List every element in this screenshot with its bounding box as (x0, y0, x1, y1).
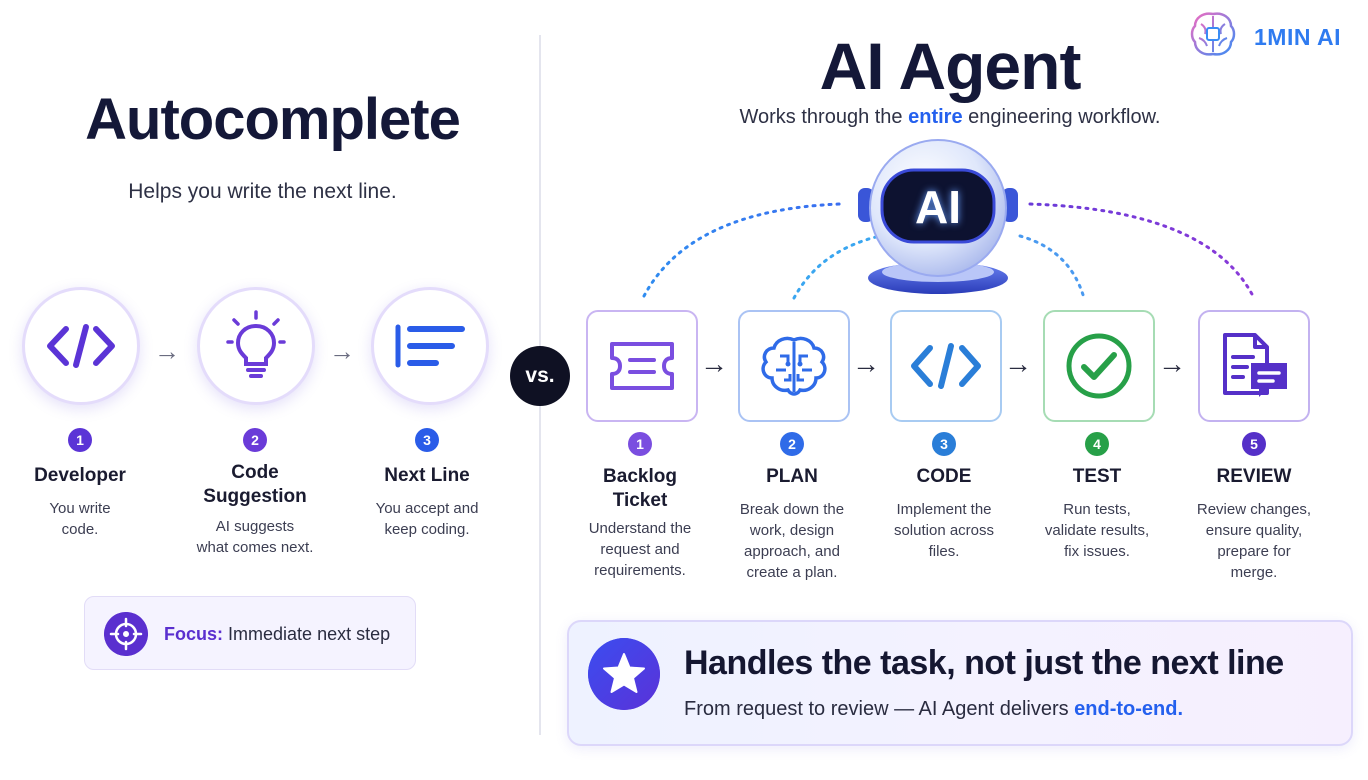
ai-robot-icon (858, 139, 1018, 294)
document-chat-icon (1223, 333, 1287, 397)
next-line-step-circle (371, 287, 489, 405)
developer-step-circle (22, 287, 140, 405)
step-title: PLAN (766, 466, 818, 487)
focus-text: Focus: Immediate next step (164, 624, 390, 645)
brand-name: 1MIN AI (1254, 24, 1341, 50)
summary-banner (567, 620, 1353, 746)
star-icon (588, 638, 660, 710)
brain-icon (761, 336, 827, 396)
step-number-badge: 3 (415, 428, 439, 452)
connection-arcs (642, 202, 1256, 300)
backlog-ticket-card (586, 310, 698, 422)
step-number-badge: 1 (628, 432, 652, 456)
review-card (1198, 310, 1310, 422)
step-desc: Review changes,ensure quality,prepare fo… (1196, 501, 1312, 581)
autocomplete-subtitle: Helps you write the next line. (128, 180, 397, 203)
vs-badge: vs. (510, 346, 570, 406)
check-circle-icon (1066, 333, 1132, 399)
arrow-right-icon: → (1158, 348, 1186, 379)
step-title: CODE (916, 466, 972, 487)
lightbulb-icon (226, 310, 286, 378)
code-card (890, 310, 1002, 422)
step-title: REVIEW (1216, 466, 1292, 487)
autocomplete-title: Autocomplete (85, 87, 461, 152)
arrow-right-icon: → (700, 348, 728, 379)
step-desc: Run tests,validate results,fix issues. (1044, 501, 1150, 560)
code-brackets-icon (911, 343, 981, 389)
step-number-badge: 1 (68, 428, 92, 452)
arrow-right-icon: → (1004, 348, 1032, 379)
suggestion-step-circle (197, 287, 315, 405)
banner-title: Handles the task, not just the next line (684, 644, 1284, 682)
target-icon (104, 612, 148, 656)
agent-title: AI Agent (819, 29, 1082, 103)
plan-card (738, 310, 850, 422)
robot-label: AI (915, 181, 961, 233)
step-title: TEST (1072, 466, 1122, 487)
code-brackets-icon (47, 324, 115, 368)
text-lines-icon (395, 324, 465, 368)
focus-label: Focus: (164, 624, 224, 644)
step-number-badge: 2 (243, 428, 267, 452)
step-number-badge: 5 (1242, 432, 1266, 456)
ticket-icon (610, 342, 674, 390)
brain-chip-icon (1190, 12, 1236, 56)
arrow-right-icon: → (329, 336, 355, 366)
step-number-badge: 4 (1085, 432, 1109, 456)
arrow-right-icon: → (852, 348, 880, 379)
focus-value: Immediate next step (228, 624, 391, 644)
banner-subtitle: From request to review — AI Agent delive… (684, 698, 1184, 720)
step-title: Next Line (384, 465, 470, 486)
agent-subtitle: Works through the entire engineering wor… (739, 106, 1161, 128)
step-number-badge: 3 (932, 432, 956, 456)
step-number-badge: 2 (780, 432, 804, 456)
test-card (1043, 310, 1155, 422)
step-title: Developer (34, 465, 126, 486)
arrow-right-icon: → (154, 336, 180, 366)
